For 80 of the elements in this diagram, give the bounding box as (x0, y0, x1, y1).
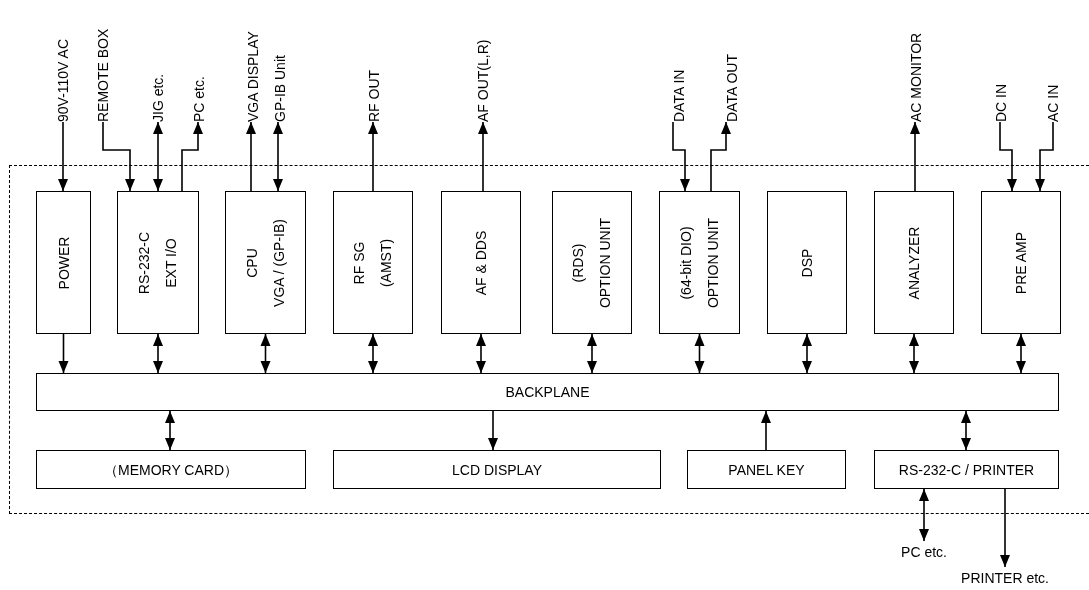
block-label: RF SG (350, 240, 368, 286)
block-label: AF & DDS (471, 230, 490, 295)
port-label: AC MONITOR (908, 32, 924, 122)
arrow (58, 121, 68, 192)
module-box (225, 191, 306, 334)
block-label: OPTION UNIT (596, 217, 614, 308)
port-label: DATA IN (671, 69, 687, 122)
module-box (36, 191, 91, 334)
arrow (153, 333, 163, 374)
port-label: DC IN (993, 83, 1009, 122)
block-label: PANEL KEY (727, 460, 806, 479)
arrow (672, 121, 690, 192)
arrow (761, 410, 771, 451)
arrow (1000, 488, 1010, 568)
block-label: OPTION UNIT (703, 217, 722, 308)
block-label: RS-232-C / PRINTER (897, 460, 1036, 479)
block-label: (AMST) (377, 238, 395, 287)
block-box (874, 450, 1059, 489)
block-label: VGA / (GP-IB) (269, 218, 288, 307)
arrow (488, 410, 498, 451)
port-label: AC IN (1045, 84, 1061, 122)
port-label: REMOTE BOX (95, 28, 111, 122)
arrow (694, 333, 705, 374)
block-label: ANALYZER (904, 226, 923, 299)
arrow (368, 121, 378, 192)
arrow (999, 121, 1017, 192)
port-label: PRINTER etc. (961, 570, 1049, 586)
block-label: (64-bit DIO) (676, 224, 695, 302)
arrow (246, 121, 256, 192)
arrow (961, 410, 971, 451)
block-label: LCD DISPLAY (451, 460, 543, 479)
arrow (260, 333, 271, 374)
block-box (36, 373, 1059, 411)
block-label: (RDS) (569, 242, 587, 284)
module-box (117, 191, 199, 334)
enclosure-outline (9, 165, 1089, 514)
module-box (874, 191, 954, 334)
block-label: PRE AMP (1011, 231, 1030, 294)
port-label: VGA DISPLAY (245, 31, 261, 122)
port-label: PC etc. (901, 544, 947, 560)
module-box (981, 191, 1061, 334)
port-label: GP-IB Unit (272, 55, 288, 122)
port-label: AF OUT(L,R) (475, 39, 491, 122)
arrow (802, 333, 812, 374)
block-label: （MEMORY CARD） (102, 460, 240, 479)
module-box (333, 191, 413, 334)
arrow (1035, 121, 1054, 192)
module-box (441, 191, 521, 334)
block-label: DSP (797, 248, 816, 277)
block-box (333, 450, 661, 489)
arrow (919, 488, 929, 542)
port-label: 90V-110V AC (55, 38, 71, 122)
block-label: CPU (242, 246, 261, 280)
block-box (687, 450, 846, 489)
arrow (476, 333, 486, 374)
block-label: RS-232-C (135, 231, 153, 294)
port-label: DATA OUT (724, 54, 740, 122)
module-box (552, 191, 632, 334)
block-label: BACKPLANE (504, 383, 591, 401)
port-label: RF OUT (366, 69, 382, 122)
port-label: PC etc. (191, 76, 207, 122)
port-label: JIG etc. (150, 73, 166, 122)
arrow (181, 121, 203, 192)
arrow (273, 121, 283, 192)
block-label: POWER (54, 236, 72, 289)
arrow (587, 333, 597, 374)
arrow (909, 333, 919, 374)
module-box (767, 191, 847, 334)
module-box (659, 191, 740, 334)
block-box (36, 450, 306, 489)
arrow (58, 333, 69, 374)
arrow (1016, 333, 1026, 374)
block-label: EXT I/O (162, 236, 180, 290)
arrow (910, 121, 920, 192)
arrow (102, 121, 135, 192)
arrow (368, 333, 378, 374)
arrow (710, 121, 731, 192)
arrow (478, 121, 488, 192)
arrow (165, 410, 175, 451)
arrow (153, 121, 163, 192)
